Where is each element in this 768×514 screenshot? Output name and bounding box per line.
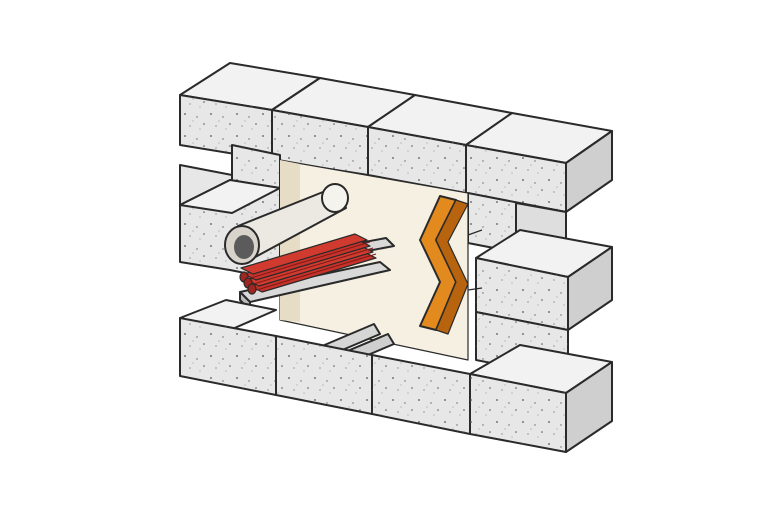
block-bottom-4: [469, 344, 613, 453]
block-top-1: [179, 62, 321, 161]
block-bottom-2: [275, 335, 373, 415]
block-bottom-1: [179, 299, 277, 396]
block-bottom-3: [371, 354, 471, 435]
intumescent-layer: [419, 195, 483, 335]
pipe: [224, 183, 349, 265]
cables: [239, 233, 377, 295]
block-row3-right: [475, 229, 613, 331]
block-top-3: [367, 94, 513, 194]
masonry-wall: [179, 62, 613, 379]
block-top-4: [465, 112, 613, 213]
masonry-wall-bottom: [179, 299, 613, 453]
